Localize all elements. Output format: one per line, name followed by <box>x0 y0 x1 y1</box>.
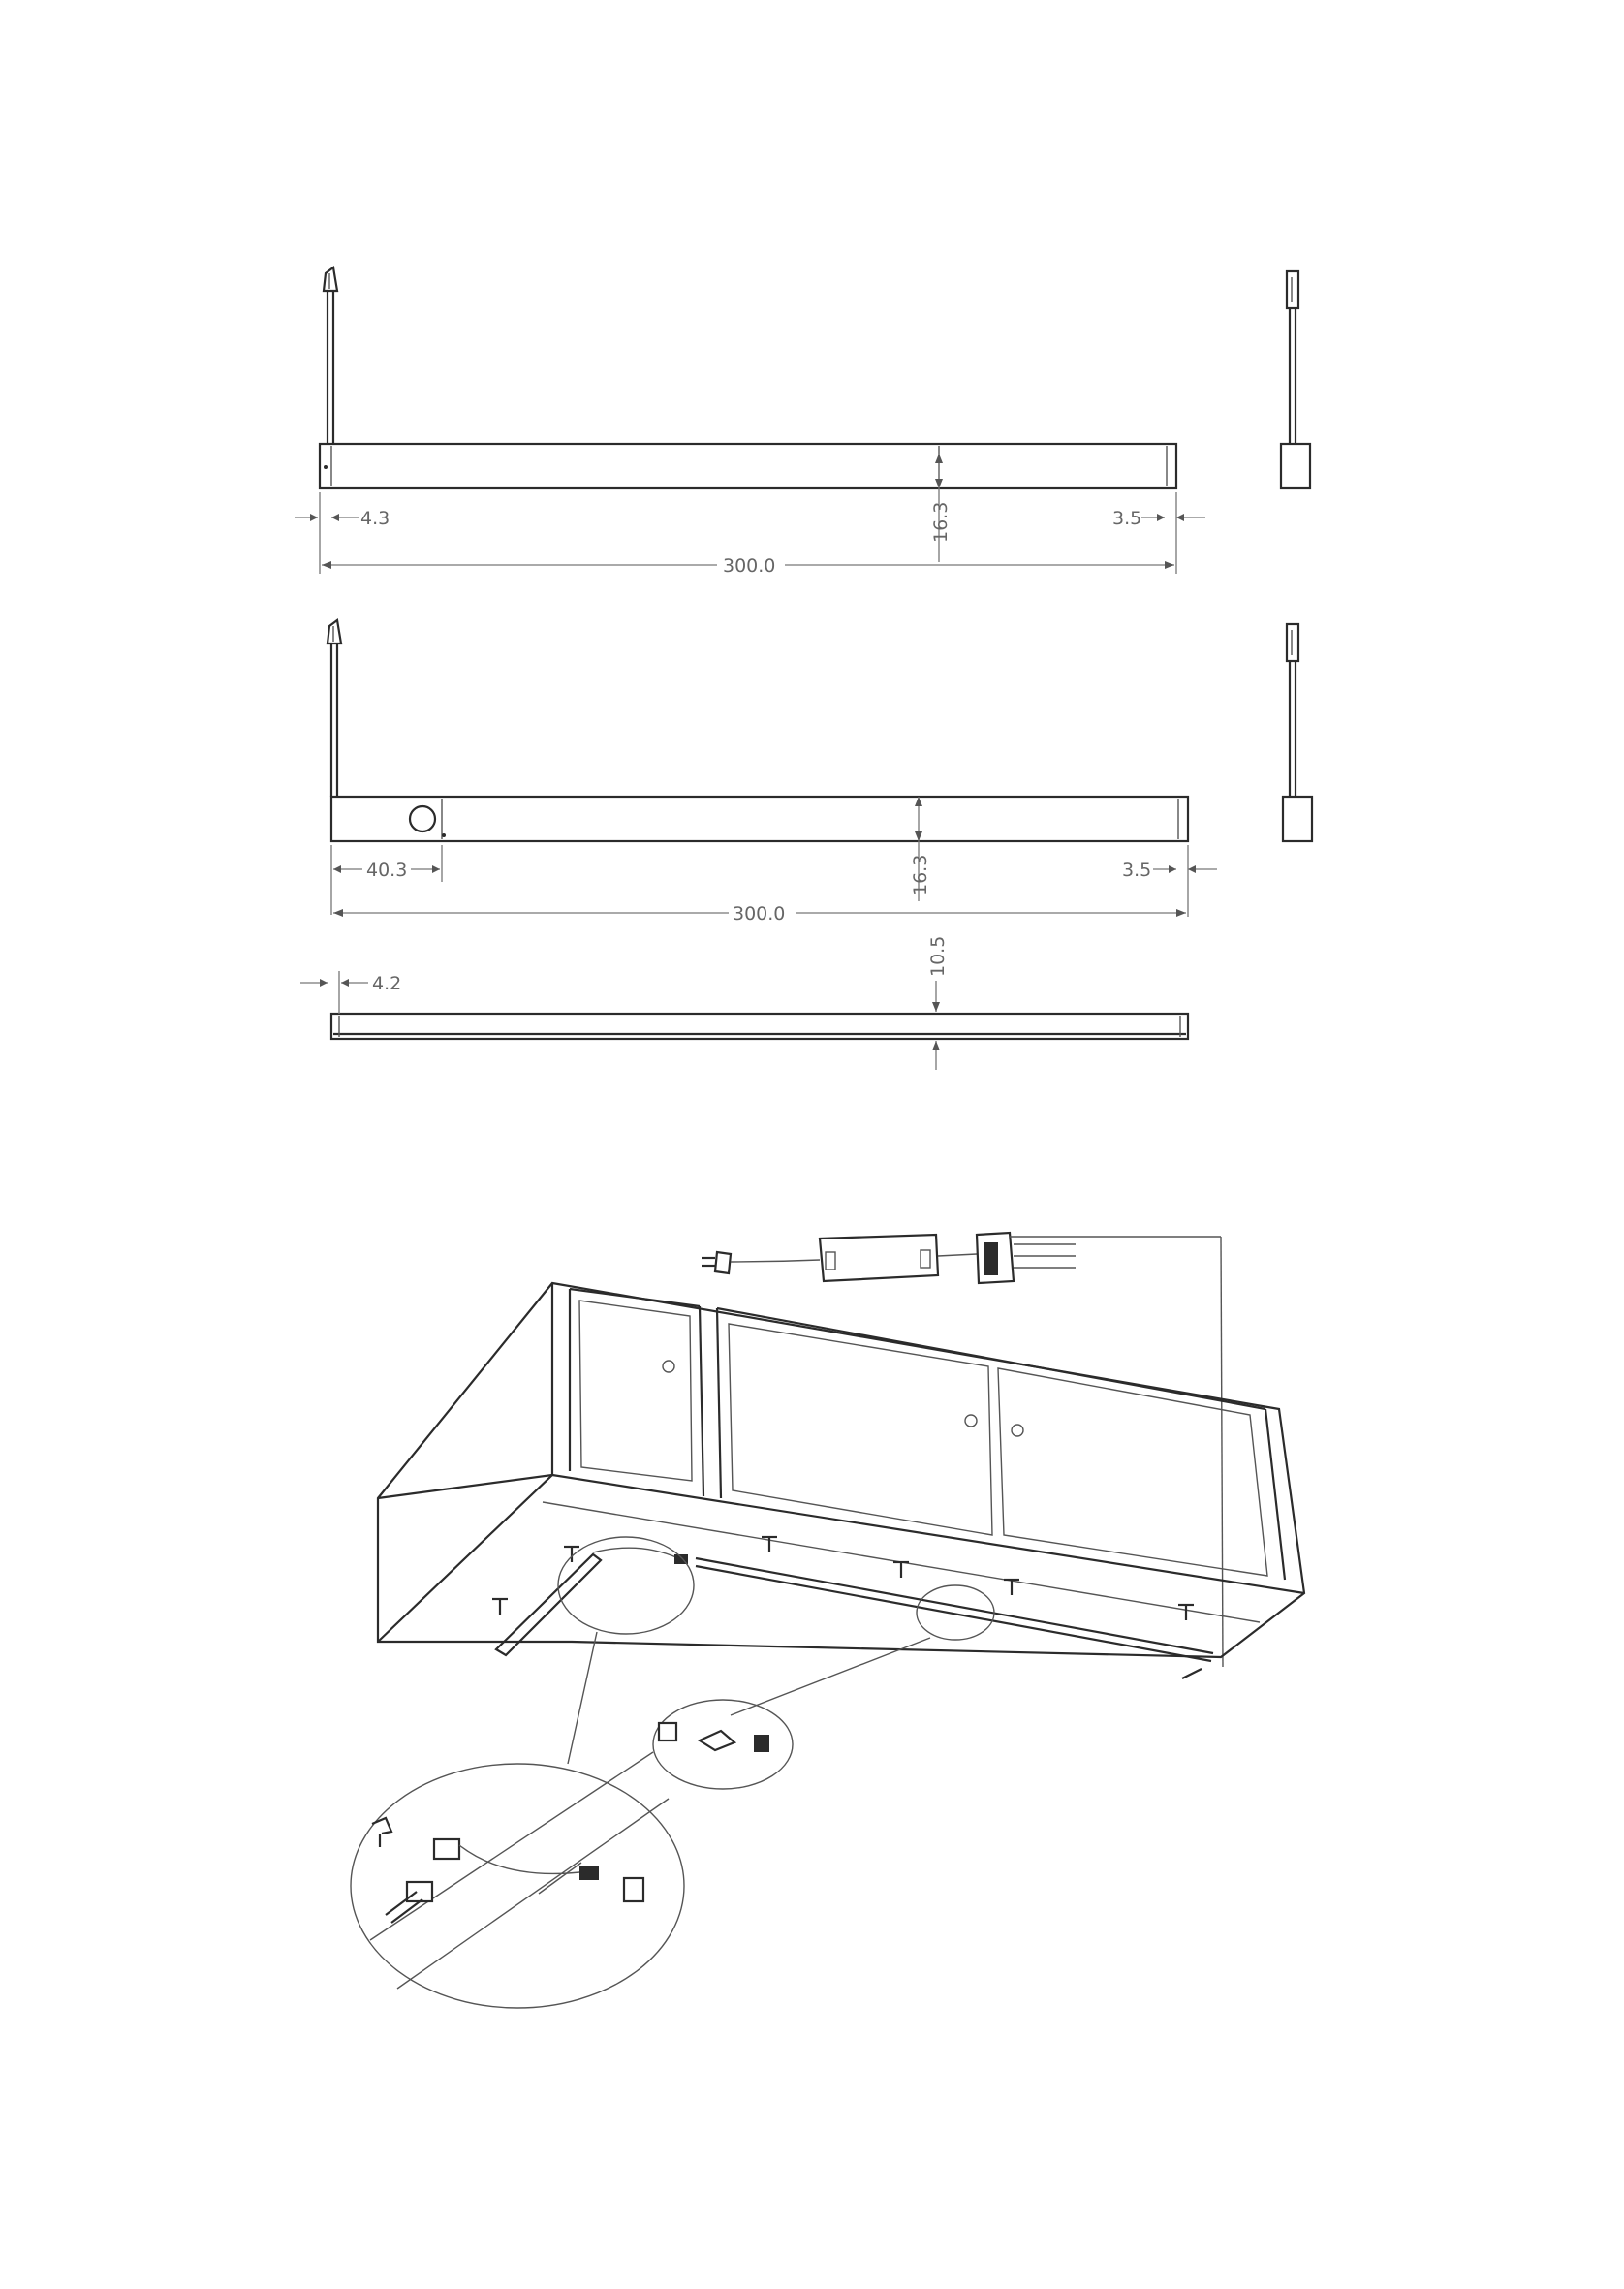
junction-box-icon <box>975 1231 1224 1668</box>
detail-marker-left <box>557 1536 695 1635</box>
dim-length: 300.0 <box>723 555 775 577</box>
dim-height: 16.3 <box>910 855 931 895</box>
connector-icon <box>432 1837 461 1861</box>
middle-view: 40.3 16.3 3.5 300.0 <box>326 618 1314 925</box>
dim-sensor-offset: 40.3 <box>366 860 407 881</box>
dim-right-offset: 3.5 <box>1112 508 1141 529</box>
led-driver-icon <box>818 1233 978 1283</box>
cabinet <box>376 1281 1306 1679</box>
dim-length: 300.0 <box>733 903 785 925</box>
light-bar <box>318 442 1178 490</box>
detail-marker-center <box>916 1584 995 1641</box>
dim-right-offset: 3.5 <box>1122 860 1151 881</box>
connector-icon <box>326 618 343 797</box>
light-bar-with-sensor <box>329 795 1190 843</box>
connector-icon <box>322 266 339 446</box>
end-view-middle <box>1281 622 1314 843</box>
bottom-view: 4.2 10.5 <box>300 936 1190 1070</box>
connector-detail <box>350 1751 685 2009</box>
sensor-icon <box>408 804 437 833</box>
dim-thickness: 10.5 <box>927 936 949 977</box>
installation-illustration <box>350 1231 1306 2009</box>
dim-left-offset: 4.2 <box>372 973 401 994</box>
power-plug-icon <box>702 1250 821 1275</box>
mounting-clip-icon <box>371 1816 393 1847</box>
dim-left-offset: 4.3 <box>360 508 390 529</box>
top-view: 4.3 16.3 3.5 300.0 <box>295 266 1312 577</box>
clip-detail <box>567 1631 931 1790</box>
screw-icon <box>492 1535 1194 1620</box>
dim-height: 16.3 <box>930 502 952 543</box>
end-view-top <box>1279 269 1312 490</box>
